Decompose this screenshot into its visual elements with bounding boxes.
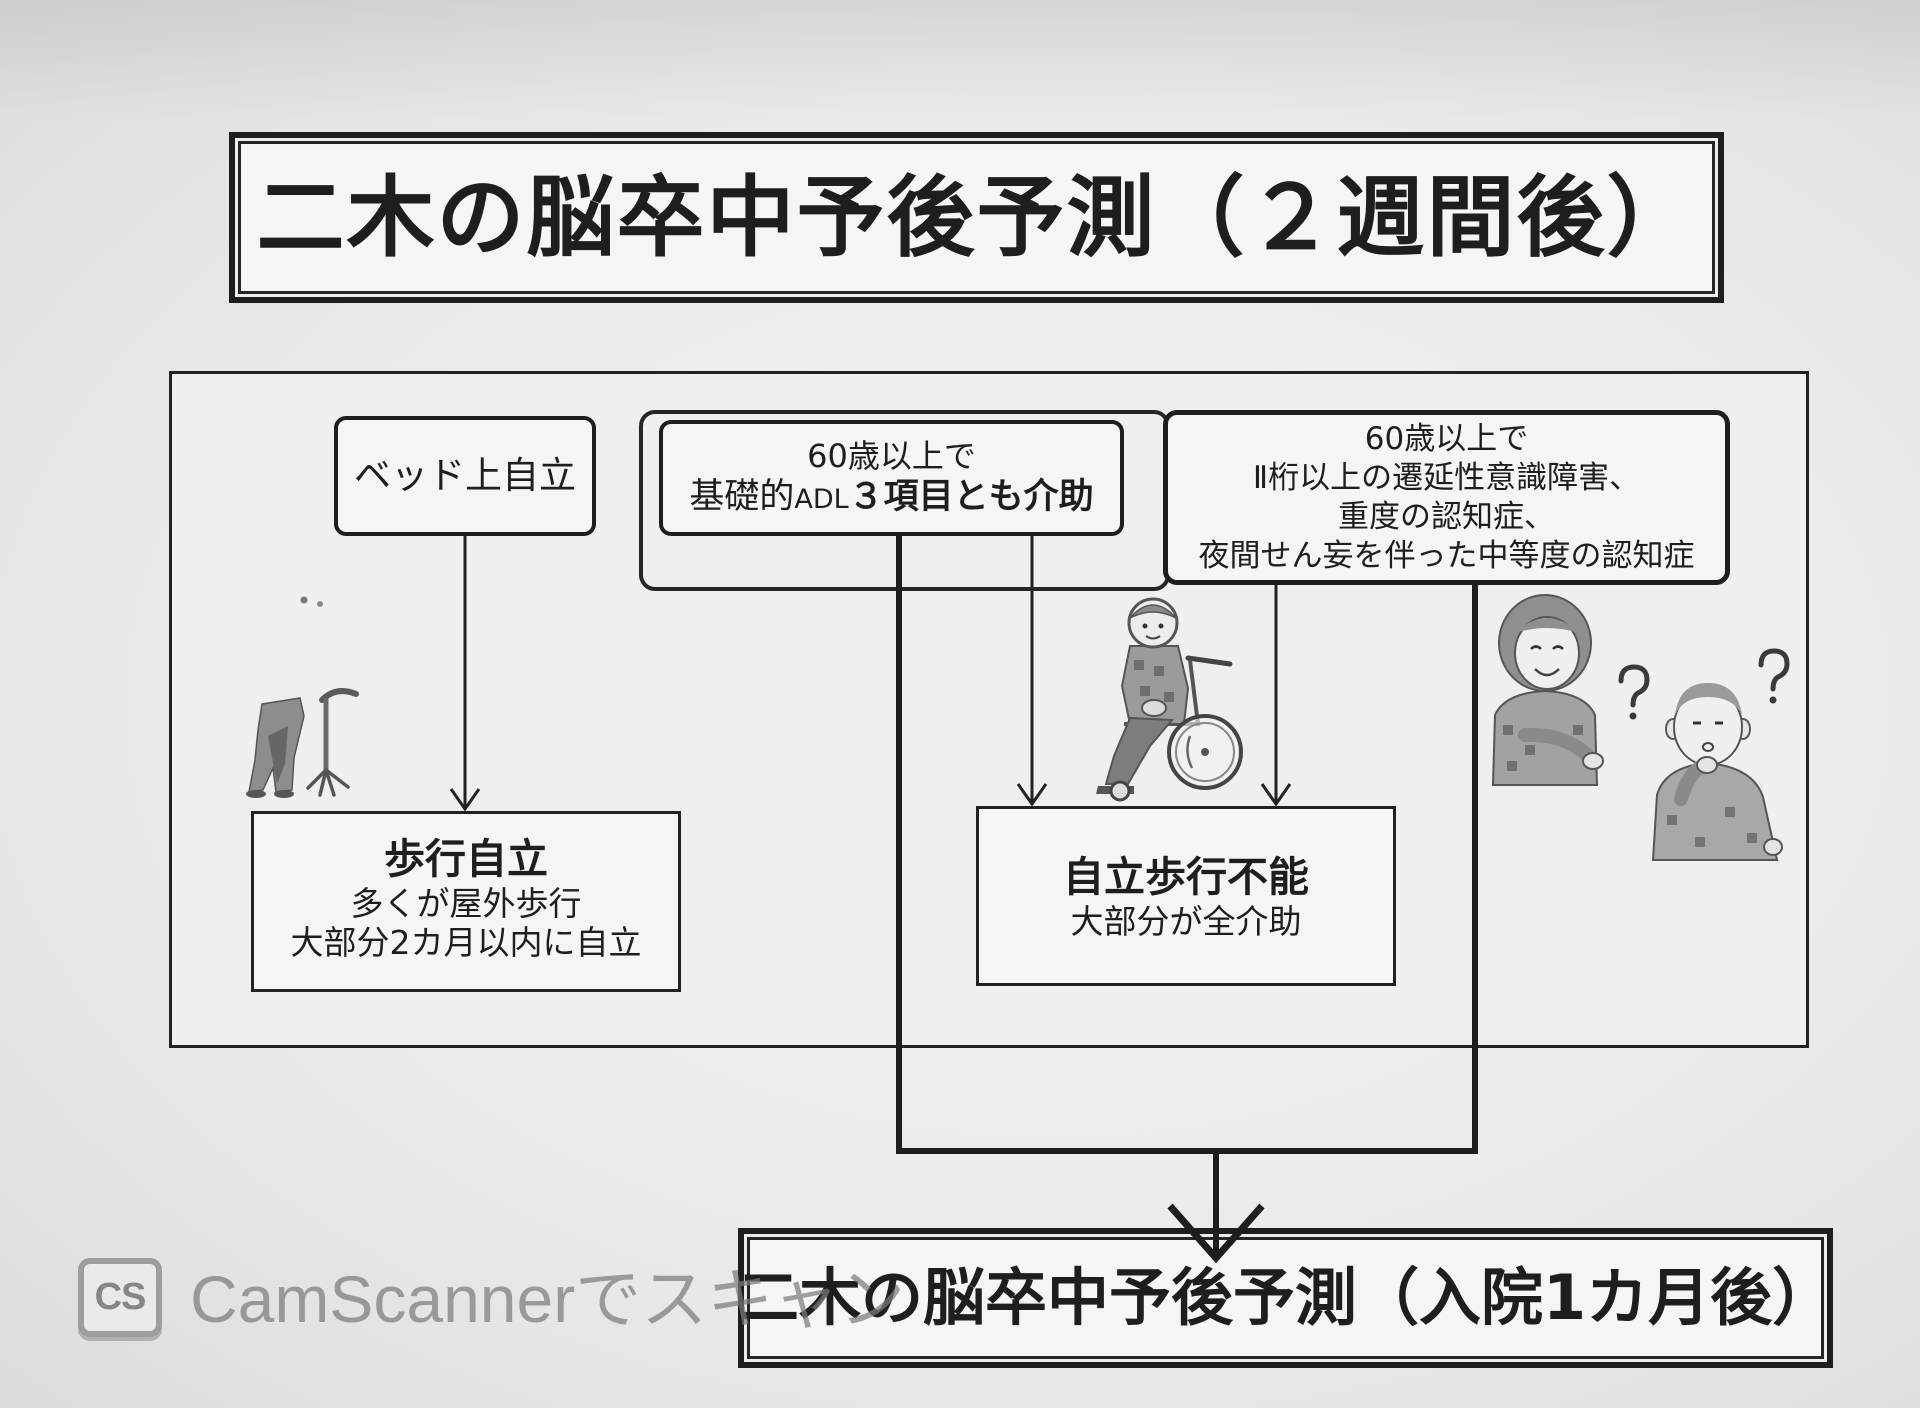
woman-bangs (1515, 618, 1579, 633)
bed-independent-label: ベッド上自立 (354, 454, 576, 497)
wheelchair-user-illustration (1096, 597, 1243, 802)
camscanner-logo: CS (78, 1258, 162, 1337)
woman-smile (1534, 668, 1560, 677)
impairment-line: 夜間せん妄を伴った中等度の認知症 (1198, 537, 1695, 574)
adl-criteria-emphasis: ３項目とも介助 (848, 476, 1094, 517)
walk-unable-heading: 自立歩行不能 (1063, 852, 1309, 901)
adl-criteria-prefix: 基礎的 (689, 476, 795, 517)
rear-wheel-hub (1201, 748, 1209, 756)
walk-independent-heading: 歩行自立 (384, 834, 548, 883)
woman-arm (1518, 727, 1596, 764)
cane-base (306, 768, 350, 797)
man-clothing-pattern (1667, 807, 1757, 847)
person-hands (1141, 699, 1167, 717)
question-mark-icon (1618, 664, 1650, 708)
woman-face (1514, 616, 1580, 690)
walk-independent-detail: 多くが屋外歩行 (350, 883, 582, 923)
adl-age-condition: 60歳以上で (807, 436, 976, 475)
man-hand-chin (1696, 756, 1718, 774)
dot-mark (300, 596, 308, 604)
woman-hand (1582, 752, 1604, 770)
man-hand (1763, 838, 1783, 856)
impairment-line: 60歳以上で (1364, 420, 1529, 457)
man-body (1651, 761, 1779, 861)
walk-independent-box: 歩行自立 多くが屋外歩行 大部分2カ月以内に自立 (251, 811, 681, 992)
adl-criteria-line: 基礎的ADL３項目とも介助 (689, 476, 1093, 521)
man-mouth (1702, 742, 1714, 752)
woman-eyes (1530, 645, 1564, 650)
woman-clothing-pattern (1503, 725, 1583, 771)
walk-unable-box: 自立歩行不能 大部分が全介助 (976, 806, 1396, 986)
outcome-title: 二木の脳卒中予後予測（入院1カ月後） (736, 1261, 1835, 1334)
bed-independent-box: ベッド上自立 (334, 416, 596, 536)
question-mark-dot (1629, 712, 1637, 720)
dot-mark (317, 601, 323, 607)
walk-independent-detail: 大部分2カ月以内に自立 (290, 922, 642, 962)
outcome-title-box: 二木の脳卒中予後予測（入院1カ月後） (736, 1228, 1835, 1368)
man-hair (1675, 683, 1742, 715)
question-mark-icon (1758, 648, 1790, 692)
person-eye (1142, 623, 1148, 629)
cane-handle (319, 688, 359, 703)
person-legs (1104, 716, 1175, 785)
adl-abbreviation: ADL (794, 483, 849, 515)
person-eye (1158, 623, 1164, 629)
title-box: 二木の脳卒中予後予測（２週間後） (229, 132, 1724, 303)
shoe (274, 790, 294, 798)
impairment-condition-box: 60歳以上で Ⅱ桁以上の遷延性意識障害、 重度の認知症、 夜間せん妄を伴った中等… (1163, 410, 1730, 585)
wheelchair-handle (1185, 655, 1233, 667)
front-wheel (1109, 780, 1131, 802)
question-mark-dot (1769, 696, 1777, 704)
page-title: 二木の脳卒中予後予測（２週間後） (256, 165, 1697, 269)
walk-unable-detail: 大部分が全介助 (1070, 901, 1302, 941)
camscanner-logo-text: CS (94, 1276, 147, 1318)
shoe (246, 790, 266, 798)
impairment-line: Ⅱ桁以上の遷延性意識障害、 (1252, 459, 1641, 496)
trouser-shading (268, 726, 288, 784)
camscanner-watermark: CamScannerでスキャン (190, 1262, 906, 1336)
cane-illustration (246, 596, 359, 798)
adl-assist-box: 60歳以上で 基礎的ADL３項目とも介助 (659, 420, 1124, 536)
confused-elderly-illustration (1491, 594, 1790, 861)
impairment-line: 重度の認知症、 (1338, 498, 1555, 535)
